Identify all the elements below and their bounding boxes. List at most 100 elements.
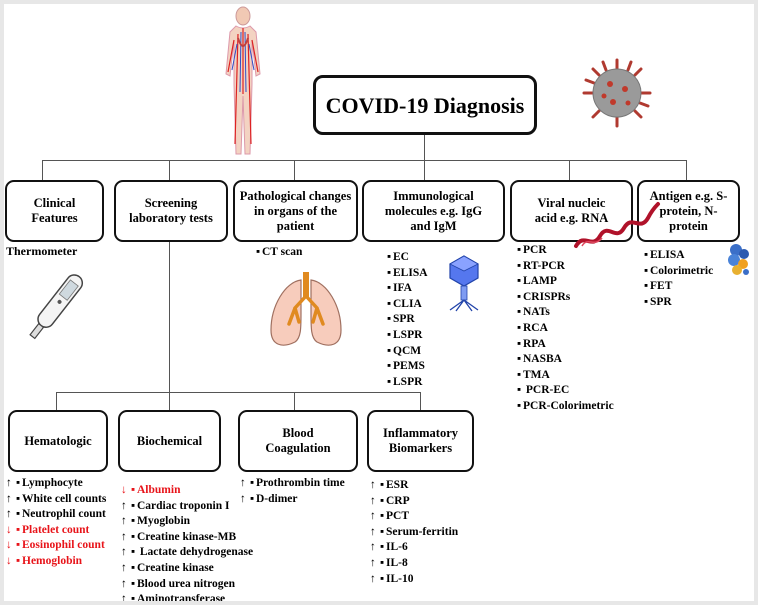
connector-viral — [569, 160, 570, 180]
list-item: ▪CRISPRs — [517, 290, 571, 303]
connector-biochemical — [169, 392, 170, 410]
connector-hematologic — [56, 392, 57, 410]
connector-pathological — [294, 160, 295, 180]
connector-title-down — [424, 134, 425, 160]
list-item: ▪NASBA — [517, 353, 562, 366]
list-item: ▪RPA — [517, 337, 546, 350]
arrow-up-icon: ↑ — [6, 477, 12, 489]
arrow-up-icon: ↑ — [370, 525, 376, 538]
list-item: ▪PCR — [517, 244, 547, 256]
list-item: ↑▪Creatine kinase — [121, 561, 253, 577]
immunological-molecules-box: Immunological molecules e.g. IgG and IgM — [362, 180, 505, 242]
biochemical-label: Biochemical — [136, 433, 203, 448]
coronavirus-icon — [582, 58, 652, 128]
connector-screening-down — [169, 242, 170, 392]
arrow-down-icon: ↓ — [6, 539, 12, 552]
list-item: ▪FET — [644, 280, 673, 293]
biochemical-box: Biochemical — [118, 410, 221, 472]
list-item: ▪CT scan — [256, 246, 303, 258]
blood-coagulation-box: Blood Coagulation — [238, 410, 358, 472]
lungs-icon — [270, 272, 342, 346]
list-item: ▪LAMP — [517, 275, 557, 288]
screening-tests-label: Screening laboratory tests — [129, 196, 213, 225]
list-item: ▪NATs — [517, 306, 550, 319]
arrow-up-icon: ↑ — [370, 510, 376, 523]
list-item: ↑▪IL-10 — [370, 572, 458, 588]
biochemical-list: ↓▪Albumin↑▪Cardiac troponin I↑▪Myoglobin… — [121, 483, 253, 601]
connector-antigen — [686, 160, 687, 180]
list-item: ↑▪Blood urea nitrogen — [121, 577, 253, 593]
connector-screening — [169, 160, 170, 180]
arrow-up-icon: ↑ — [6, 508, 12, 521]
hematologic-label: Hematologic — [24, 433, 92, 448]
list-item: ↑▪Creatine kinase-MB — [121, 530, 253, 546]
inflammatory-list: ↑▪ESR↑▪CRP↑▪PCT↑▪Serum-ferritin↑▪IL-6↑▪I… — [370, 478, 458, 587]
list-item: ▪ELISA — [387, 266, 428, 279]
arrow-down-icon: ↓ — [6, 523, 12, 536]
list-item: ▪RCA — [517, 321, 548, 334]
immunological-list: ▪EC▪ELISA▪IFA▪CLIA▪SPR▪LSPR▪QCM▪PEMS▪LSP… — [387, 250, 428, 390]
viral-list: ▪PCR ▪RT-PCR ▪LAMP ▪CRISPRs ▪NATs ▪RCA ▪RPA ▪NA… — [517, 243, 614, 415]
list-item: ↑▪ Lactate dehydrogenase — [121, 545, 253, 561]
list-item: ▪LSPR — [387, 328, 423, 341]
list-item: ▪RT-PCR — [517, 259, 565, 272]
arrow-up-icon: ↑ — [370, 541, 376, 554]
inflammatory-biomarkers-box: Inflammatory Biomarkers — [367, 410, 474, 472]
list-item: ▪ PCR-EC — [517, 384, 570, 397]
arrow-up-icon: ↑ — [240, 492, 246, 505]
title-box: COVID-19 Diagnosis — [313, 75, 537, 135]
antigen-label: Antigen e.g. S-protein, N-protein — [649, 188, 728, 233]
list-item: ▪ELISA — [644, 249, 685, 261]
pathological-changes-label: Pathological changes in organs of the pa… — [239, 188, 352, 233]
list-item: ↓▪Hemoglobin — [6, 554, 106, 570]
coagulation-list: ↑▪Prothrombin time↑▪D-dimer — [240, 476, 345, 507]
arrow-up-icon: ↑ — [370, 556, 376, 569]
pathological-changes-box: Pathological changes in organs of the pa… — [233, 180, 358, 242]
connector-coagulation — [294, 392, 295, 410]
list-item: ▪LSPR — [387, 375, 423, 388]
rna-strand-icon — [574, 202, 660, 248]
arrow-up-icon: ↑ — [240, 477, 246, 489]
list-item: ↑▪IL-6 — [370, 540, 458, 556]
list-item: ▪QCM — [387, 344, 422, 357]
connector-immunological — [424, 160, 425, 180]
immunological-molecules-label: Immunological molecules e.g. IgG and IgM — [384, 188, 483, 233]
antigen-box: Antigen e.g. S-protein, N-protein — [637, 180, 740, 242]
list-item: ↑▪Cardiac troponin I — [121, 499, 253, 515]
inflammatory-biomarkers-label: Inflammatory Biomarkers — [383, 426, 458, 455]
list-item: ↑▪Myoglobin — [121, 514, 253, 530]
list-item: ↑▪D-dimer — [240, 492, 345, 508]
arrow-up-icon: ↑ — [121, 530, 127, 543]
diagram-title: COVID-19 Diagnosis — [325, 92, 525, 118]
connector-sub-horizontal — [56, 392, 420, 393]
arrow-up-icon: ↑ — [370, 572, 376, 585]
hematologic-box: Hematologic — [8, 410, 108, 472]
list-item: ↓▪Albumin — [121, 483, 253, 499]
arrow-up-icon: ↑ — [370, 479, 376, 491]
arrow-up-icon: ↑ — [121, 561, 127, 574]
arrow-up-icon: ↑ — [121, 593, 127, 601]
arrow-down-icon: ↓ — [6, 554, 12, 567]
list-item: ↑▪IL-8 — [370, 556, 458, 572]
list-item: ↓▪Platelet count — [6, 523, 106, 539]
protein-icon — [728, 244, 749, 275]
blood-coagulation-label: Blood Coagulation — [265, 426, 331, 455]
human-body-icon — [225, 6, 261, 155]
diagram-canvas: COVID-19 Diagnosis Clinical Features Scr… — [4, 4, 754, 601]
list-item: ▪Colorimetric — [644, 264, 714, 277]
list-item: ▪PCR-Colorimetric — [517, 399, 614, 412]
hematologic-list: ↑▪Lymphocyte↑▪White cell counts↑▪Neutrop… — [6, 476, 106, 570]
list-item: ▪EC — [387, 251, 409, 263]
connector-top-horizontal — [42, 160, 686, 161]
arrow-up-icon: ↑ — [121, 577, 127, 590]
connector-clinical — [42, 160, 43, 180]
list-item: ↑▪Prothrombin time — [240, 476, 345, 492]
connector-inflammatory — [420, 392, 421, 410]
list-item: ↑▪CRP — [370, 494, 458, 510]
clinical-features-label: Clinical Features — [31, 196, 78, 225]
arrow-up-icon: ↑ — [6, 492, 12, 505]
arrow-up-icon: ↑ — [370, 494, 376, 507]
list-item: ↑▪PCT — [370, 509, 458, 525]
thermometer-icon — [29, 274, 84, 340]
list-item: ↑▪Neutrophil count — [6, 507, 106, 523]
